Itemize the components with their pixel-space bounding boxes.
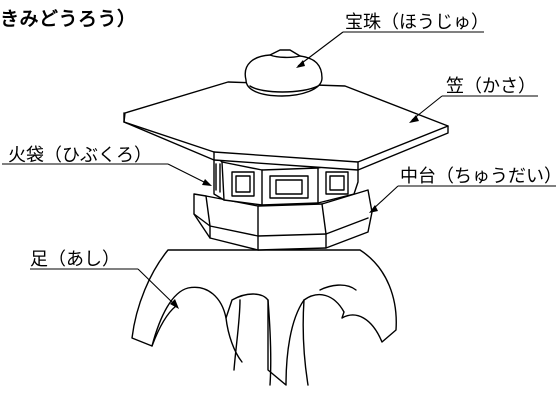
label-ashi: 足（あし） [30, 249, 120, 270]
label-chudai: 中台（ちゅうだい） [400, 166, 558, 187]
legs-ashi [131, 249, 397, 386]
diagram-title: きみどうろう） [0, 8, 137, 30]
label-kasa: 笠（かさ） [446, 76, 536, 97]
roof-kasa [123, 81, 449, 171]
leader-lines [2, 31, 556, 309]
label-hibukuro: 火袋（ひぶくろ） [8, 145, 152, 166]
middle-platform-chudai [193, 189, 373, 251]
label-hoju: 宝珠（ほうじゅ） [345, 12, 489, 33]
